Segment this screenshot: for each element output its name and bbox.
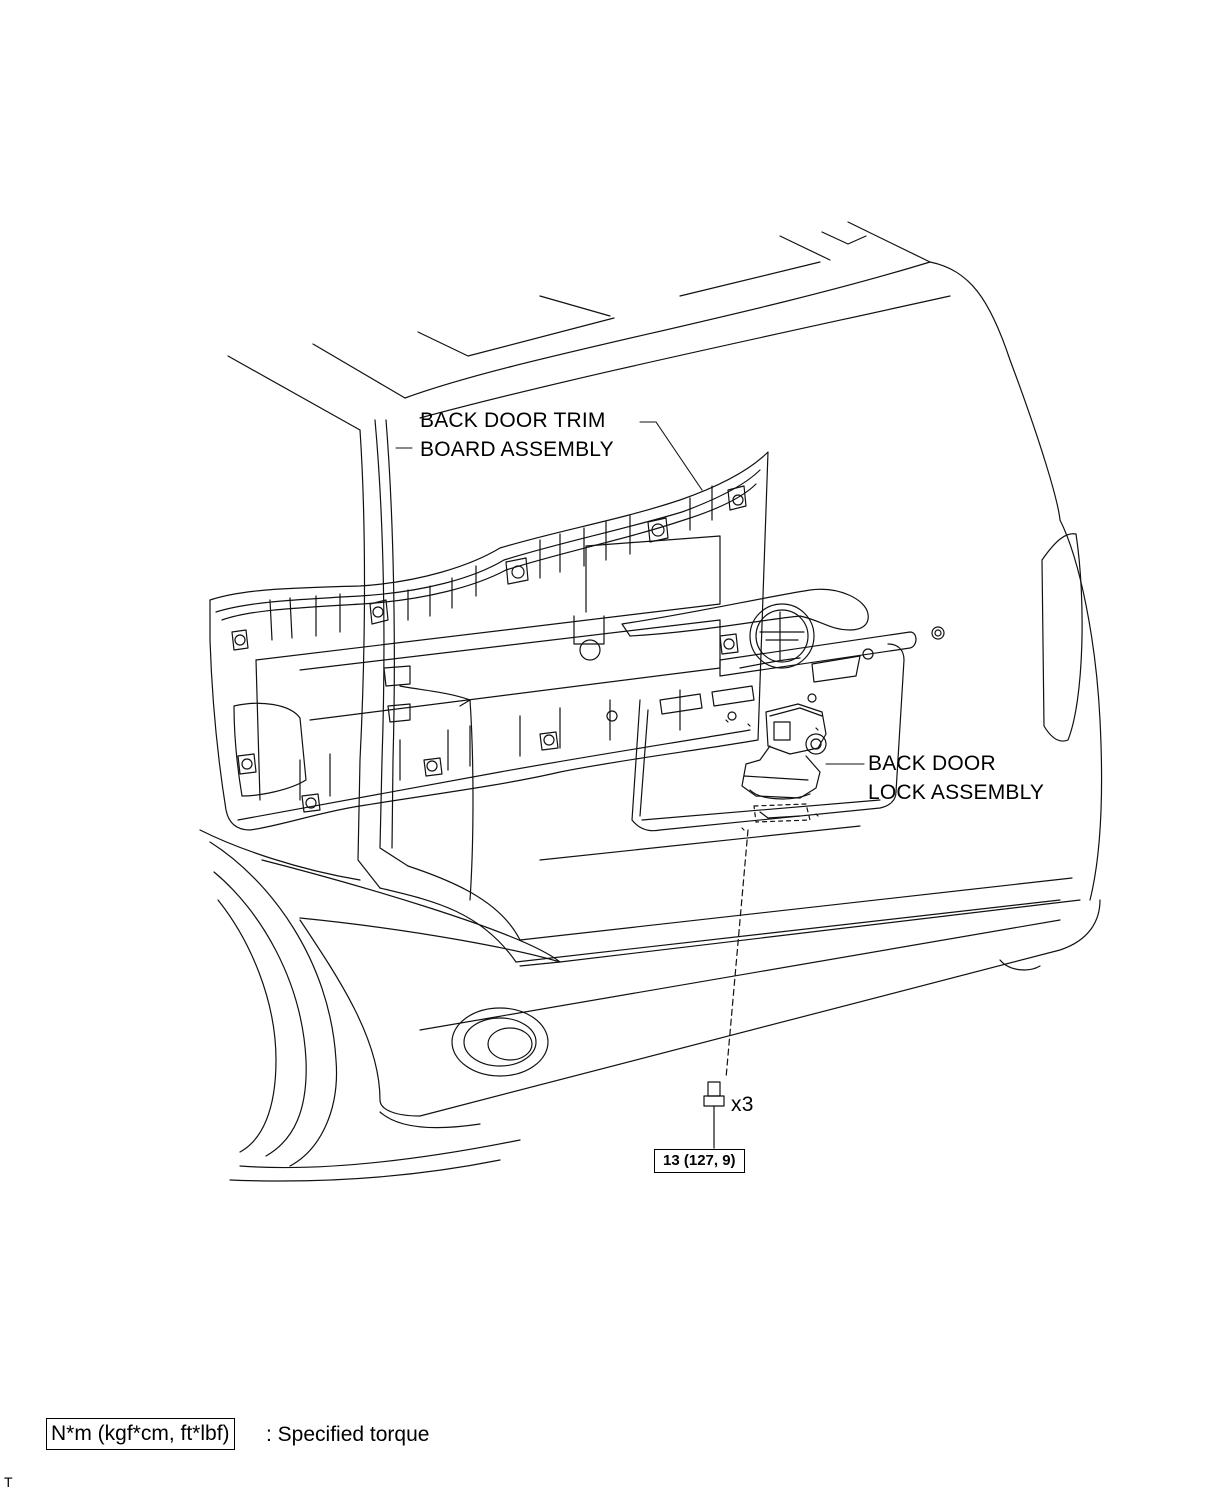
legend-description: : Specified torque	[266, 1423, 430, 1446]
torque-spec-box: 13 (127, 9)	[654, 1149, 745, 1173]
trim-clip	[231, 485, 747, 813]
trim-label-line1: BACK DOOR TRIM	[420, 409, 606, 432]
legend-unit-box: N*m (kgf*cm, ft*lbf)	[46, 1418, 235, 1450]
lock-label-line1: BACK DOOR	[868, 752, 996, 775]
back-door-trim-board	[209, 451, 769, 831]
bolt-icon	[703, 829, 749, 1149]
bolt-quantity: x3	[731, 1093, 754, 1116]
trim-label-line2: BOARD ASSEMBLY	[420, 438, 614, 461]
vehicle-body	[199, 221, 1103, 1182]
lock-label-line2: LOCK ASSEMBLY	[868, 781, 1045, 804]
back-door-lock	[725, 703, 827, 831]
corner-code: T	[4, 1474, 13, 1490]
leader-lines	[395, 421, 865, 765]
